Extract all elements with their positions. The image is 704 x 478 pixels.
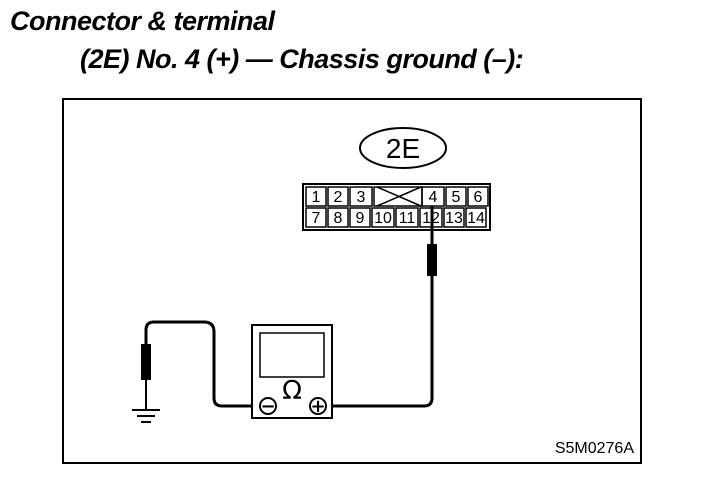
terminal-label-7: 7 xyxy=(312,210,321,227)
connector-cell-bottom-4 xyxy=(371,207,395,228)
minus-terminal-icon xyxy=(259,397,277,415)
terminal-label-14: 14 xyxy=(467,210,485,227)
negative-probe-handle xyxy=(141,344,151,380)
terminal-label-10: 10 xyxy=(374,210,392,227)
connector-cell-bottom-1 xyxy=(305,207,327,228)
connector-tag-label: 2E xyxy=(386,133,420,164)
positive-probe xyxy=(317,206,437,408)
connector-cell-top-7 xyxy=(467,186,489,207)
negative-probe xyxy=(141,320,268,410)
diagram-frame xyxy=(62,98,642,464)
connector-cell-top-1 xyxy=(305,186,327,207)
connector-cell-bottom-3 xyxy=(349,207,371,228)
connector-tag-ellipse xyxy=(359,127,447,169)
connector-bottom-row: 7891011121314 xyxy=(305,207,487,228)
plus-terminal-icon xyxy=(309,397,327,415)
terminal-label-5: 5 xyxy=(452,189,461,206)
connector-cell-bottom-7 xyxy=(443,207,465,228)
connector-cell-bottom-8 xyxy=(465,207,487,228)
ohmmeter-display xyxy=(259,332,325,378)
connector-cell-top-2 xyxy=(327,186,349,207)
heading-line-2: (2E) No. 4 (+) — Chassis ground (–): xyxy=(80,44,524,74)
connector-cell-bottom-5 xyxy=(395,207,419,228)
chassis-ground-symbol xyxy=(132,409,160,423)
terminal-label-6: 6 xyxy=(474,189,483,206)
positive-probe-handle xyxy=(427,244,437,276)
heading-line-1: Connector & terminal xyxy=(10,6,275,36)
terminal-label-4: 4 xyxy=(429,189,438,206)
terminal-label-1: 1 xyxy=(312,189,321,206)
connector-cell-bottom-2 xyxy=(327,207,349,228)
connector-housing xyxy=(302,183,491,231)
connector-cell-top-3 xyxy=(349,186,373,207)
terminal-label-11: 11 xyxy=(399,210,416,227)
terminal-label-2: 2 xyxy=(334,189,343,206)
plus-sign: + xyxy=(310,396,325,417)
ohmmeter: Ω − + xyxy=(251,324,333,419)
minus-sign: − xyxy=(260,396,275,417)
terminal-label-8: 8 xyxy=(334,210,343,227)
ohm-symbol: Ω xyxy=(282,376,302,406)
reference-code: S5M0276A xyxy=(555,440,634,457)
connector-cell-top-6 xyxy=(445,186,467,207)
terminal-label-9: 9 xyxy=(356,210,365,227)
terminal-label-3: 3 xyxy=(357,189,366,206)
terminal-label-13: 13 xyxy=(445,210,463,227)
blank-cavity-cross xyxy=(376,186,422,207)
